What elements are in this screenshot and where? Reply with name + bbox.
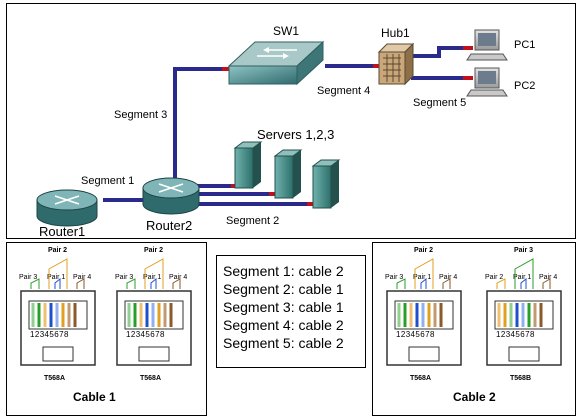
pair-side-label-2: Pair 1 — [413, 274, 432, 281]
standard-label: T568A — [44, 375, 66, 382]
pair-top-label: Pair 3 — [514, 247, 534, 254]
server-2-icon — [273, 149, 303, 199]
pair-top-label: Pair 2 — [144, 247, 164, 254]
pin-numbers: 12345678 — [496, 330, 535, 339]
cable-1-caption: Cable 1 — [73, 390, 116, 404]
standard-label: T568A — [140, 375, 162, 382]
cable-1-jack-right: Pair 2 Pair 3 Pair 1 Pair 4 — [107, 247, 201, 397]
segment-pc1-cable — [411, 46, 473, 58]
pair-side-label-1: Pair 3 — [385, 274, 404, 281]
pair-top-label: Pair 2 — [48, 247, 68, 254]
pair-side-label-1: Pair 3 — [115, 274, 134, 281]
topology-diagram — [36, 29, 508, 227]
segment-2-label: Segment 2 — [226, 215, 280, 227]
cable-2-jack-right: Pair 3 Pair 2 Pair 1 Pair 4 — [477, 247, 571, 397]
segment-5-label: Segment 5 — [413, 97, 467, 109]
topology-panel: SW1 Hub1 PC1 PC2 Servers 1,2,3 Router1 R… — [6, 3, 576, 239]
pair-side-label-2: Pair 1 — [47, 274, 66, 281]
legend-line-1: Segment 1: cable 2 — [223, 263, 344, 279]
legend-line-4: Segment 4: cable 2 — [223, 317, 344, 333]
pair-side-label-3: Pair 4 — [169, 274, 188, 281]
pair-side-label-3: Pair 4 — [539, 274, 558, 281]
legend-line-3: Segment 3: cable 1 — [223, 299, 344, 315]
cable-1-jack-left: Pair 2 Pair 3 Pair 1 Pair 4 — [11, 247, 105, 397]
segment-legend-panel: Segment 1: cable 2 Segment 2: cable 1 Se… — [216, 255, 366, 368]
cable-2-jack-left: Pair 2 Pair 3 Pair 1 Pair 4 — [377, 247, 471, 397]
t568a-wiring-diagram — [386, 258, 462, 366]
router2-label: Router2 — [146, 218, 193, 233]
segment-3-cable — [173, 67, 232, 182]
pair-top-label: Pair 2 — [414, 247, 434, 254]
standard-label: T568B — [510, 375, 532, 382]
segment-4-label: Segment 4 — [317, 85, 371, 97]
pc2-computer-icon — [466, 67, 508, 97]
pc2-label: PC2 — [514, 80, 536, 92]
pair-side-label-1: Pair 2 — [485, 274, 504, 281]
server-1-icon — [233, 141, 263, 189]
t568b-wiring-diagram — [486, 258, 562, 366]
router2-icon — [142, 177, 200, 215]
router1-label: Router1 — [39, 224, 86, 239]
pair-side-label-3: Pair 4 — [73, 274, 92, 281]
sw1-switch-icon — [227, 40, 325, 86]
segment-3-label: Segment 3 — [114, 109, 168, 121]
pair-side-label-3: Pair 4 — [439, 274, 458, 281]
pc1-label: PC1 — [514, 39, 536, 51]
legend-line-5: Segment 5: cable 2 — [223, 335, 344, 351]
pin-numbers: 12345678 — [126, 330, 165, 339]
pair-side-label-2: Pair 1 — [143, 274, 162, 281]
legend-line-2: Segment 2: cable 1 — [223, 281, 344, 297]
pin-numbers: 12345678 — [30, 330, 69, 339]
pc1-computer-icon — [466, 29, 508, 61]
segment-1-label: Segment 1 — [81, 175, 135, 187]
servers-label: Servers 1,2,3 — [257, 127, 335, 142]
pin-numbers: 12345678 — [396, 330, 435, 339]
pair-side-label-1: Pair 3 — [19, 274, 38, 281]
standard-label: T568A — [410, 375, 432, 382]
t568a-wiring-diagram — [116, 258, 192, 366]
cable-1-panel: Pair 2 Pair 3 Pair 1 Pair 4 — [6, 242, 207, 416]
cable-2-panel: Pair 2 Pair 3 Pair 1 Pair 4 — [372, 242, 576, 416]
hub1-label: Hub1 — [381, 26, 410, 40]
hub1-icon — [377, 42, 415, 86]
t568a-wiring-diagram — [20, 258, 96, 366]
router1-icon — [36, 189, 98, 227]
sw1-label: SW1 — [273, 24, 300, 38]
server-3-icon — [311, 159, 341, 209]
pair-side-label-2: Pair 1 — [513, 274, 532, 281]
cable-2-caption: Cable 2 — [453, 390, 496, 404]
